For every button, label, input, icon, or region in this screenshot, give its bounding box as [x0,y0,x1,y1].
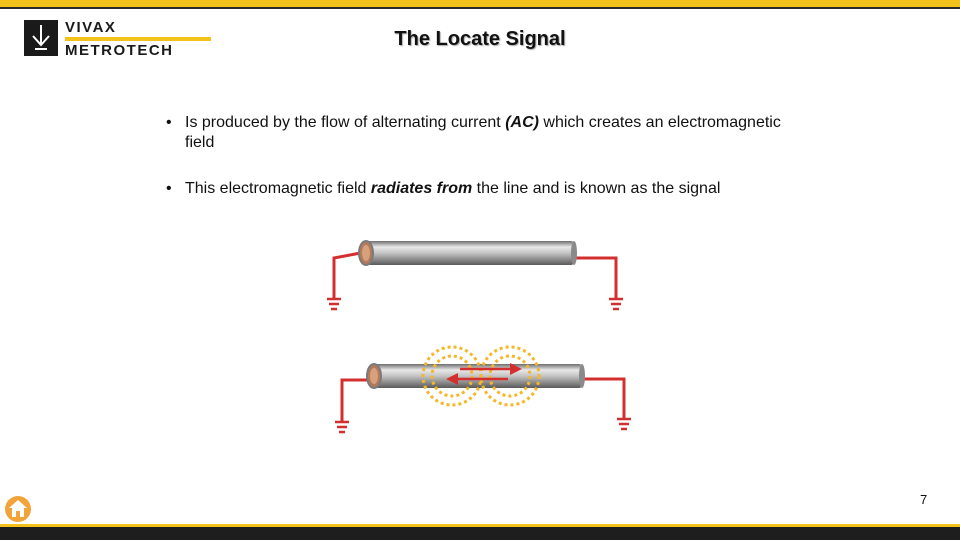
vivax-metrotech-logo: VIVAX METROTECH [24,19,224,60]
bullet-emphasis: radiates from [370,180,473,197]
ground-wire-left [340,378,374,422]
pipe-end-cap [579,364,585,388]
ground-symbol-icon [335,420,349,434]
ground-wire-left [332,250,367,298]
ground-symbol-icon [327,297,341,311]
logo-text-metrotech: METROTECH [65,42,174,59]
bullet-text: which creates an electromagnetic field [185,114,781,151]
logo-mark [24,20,58,56]
pipe-body [374,364,582,388]
locate-signal-diagram [327,240,631,434]
bullet-marker: • [166,180,172,197]
bullet-text: This electromagnetic field [185,180,371,197]
ground-symbol-icon [617,417,631,431]
top-dark-rule [0,7,960,9]
page-number: 7 [920,492,928,507]
pipe-no-signal [327,240,623,311]
pipe-end-cap [571,241,577,265]
bullet-marker: • [166,114,172,131]
bottom-accent-rule [0,524,960,527]
top-accent-bar [0,0,960,7]
ground-symbol-icon [609,297,623,311]
bullet-emphasis: (AC) [505,114,539,131]
bullet-item: • Is produced by the flow of alternating… [166,113,806,153]
current-flow-arrow [460,363,522,375]
logo-text-vivax: VIVAX [65,19,117,36]
logo-rule [65,37,211,41]
current-flow-arrow [446,373,508,385]
bottom-dark-bar [0,527,960,540]
ground-wire-right [582,377,626,419]
bullet-text: Is produced by the flow of alternating c… [185,114,506,131]
home-icon[interactable] [3,494,33,524]
bullet-item: • This electromagnetic field radiates fr… [166,179,806,199]
ground-wire-right [574,256,618,298]
magnetic-field-ring [421,345,541,407]
slide-title: The Locate Signal [394,28,566,50]
pipe-body [366,241,574,265]
bullet-text: the line and is known as the signal [472,180,721,197]
bullet-list: • Is produced by the flow of alternating… [166,113,806,225]
pipe-with-signal [335,345,631,434]
